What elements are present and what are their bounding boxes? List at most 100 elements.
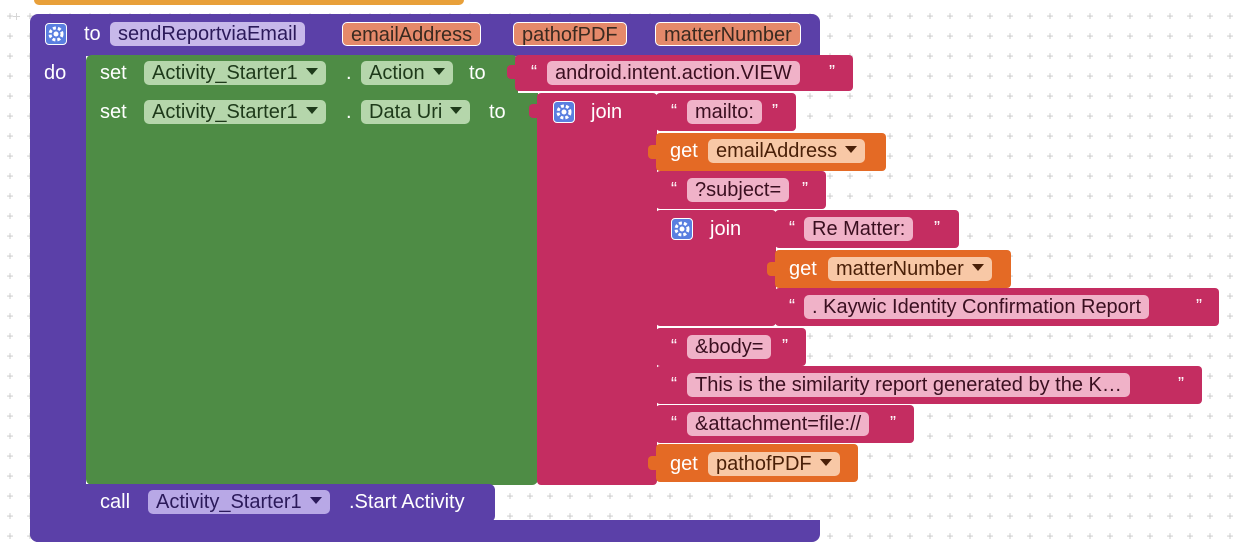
- grid-plus: +: [1166, 489, 1174, 503]
- grid-plus: +: [886, 69, 894, 83]
- quote-close: ”: [772, 101, 778, 121]
- grid-plus: +: [1046, 69, 1054, 83]
- text-body-content-field[interactable]: This is the similarity report generated …: [687, 373, 1130, 397]
- grid-plus: +: [986, 509, 994, 523]
- grid-plus: +: [1146, 429, 1154, 443]
- grid-plus: +: [1106, 449, 1114, 463]
- grid-plus: +: [6, 149, 14, 163]
- grid-plus: +: [986, 29, 994, 43]
- grid-plus: +: [906, 69, 914, 83]
- grid-plus: +: [1006, 469, 1014, 483]
- grid-plus: +: [1226, 29, 1234, 43]
- text-body-field[interactable]: &body=: [687, 335, 772, 359]
- grid-plus: +: [1026, 49, 1034, 63]
- get-matter-dropdown[interactable]: matterNumber: [828, 257, 992, 281]
- set-action-component-dropdown[interactable]: Activity_Starter1: [144, 61, 326, 85]
- grid-plus: +: [886, 149, 894, 163]
- grid-plus: +: [1166, 509, 1174, 523]
- procedure-gear-icon[interactable]: [45, 23, 67, 45]
- text-attachment-field[interactable]: &attachment=file://: [687, 412, 870, 436]
- grid-plus: +: [1106, 489, 1114, 503]
- grid-plus: +: [1146, 329, 1154, 343]
- text-subject-field[interactable]: ?subject=: [687, 178, 790, 202]
- grid-plus: +: [1166, 189, 1174, 203]
- param-matter-number[interactable]: matterNumber: [655, 22, 801, 46]
- grid-plus: +: [826, 169, 834, 183]
- grid-plus: +: [1226, 409, 1234, 423]
- grid-plus: +: [1186, 49, 1194, 63]
- grid-plus: +: [926, 509, 934, 523]
- set-datauri-property-dropdown[interactable]: Data Uri: [361, 100, 471, 124]
- grid-plus: +: [946, 509, 954, 523]
- grid-plus: +: [6, 29, 14, 43]
- join-outer-gear-icon[interactable]: [553, 101, 575, 123]
- get-email-dropdown[interactable]: emailAddress: [708, 139, 866, 163]
- text-re-matter-field[interactable]: Re Matter:: [804, 217, 914, 241]
- param-path-of-pdf[interactable]: pathofPDF: [513, 22, 627, 46]
- grid-plus: +: [986, 169, 994, 183]
- grid-plus: +: [1086, 209, 1094, 223]
- grid-plus: +: [826, 189, 834, 203]
- grid-plus: +: [1166, 29, 1174, 43]
- grid-plus: +: [1126, 49, 1134, 63]
- grid-plus: +: [1046, 209, 1054, 223]
- join-inner-gear-icon[interactable]: [671, 218, 693, 240]
- grid-plus: +: [1086, 489, 1094, 503]
- quote-open: “: [671, 413, 677, 433]
- grid-plus: +: [1226, 509, 1234, 523]
- grid-plus: +: [1126, 189, 1134, 203]
- grid-plus: +: [6, 89, 14, 103]
- param-email-address[interactable]: emailAddress: [342, 22, 482, 46]
- procedure-spine: [30, 54, 86, 542]
- grid-plus: +: [1126, 409, 1134, 423]
- grid-plus: +: [1206, 249, 1214, 263]
- grid-plus: +: [1086, 229, 1094, 243]
- grid-plus: +: [1106, 69, 1114, 83]
- grid-plus: +: [1066, 429, 1074, 443]
- set-datauri-component-dropdown[interactable]: Activity_Starter1: [144, 100, 326, 124]
- call-component-dropdown[interactable]: Activity_Starter1: [148, 490, 330, 514]
- grid-plus: +: [1226, 449, 1234, 463]
- grid-plus: +: [1206, 109, 1214, 123]
- grid-plus: +: [966, 209, 974, 223]
- set-action-property-dropdown[interactable]: Action: [361, 61, 453, 85]
- grid-plus: +: [826, 329, 834, 343]
- grid-plus: +: [866, 449, 874, 463]
- grid-plus: +: [946, 329, 954, 343]
- text-report-field[interactable]: . Kaywic Identity Confirmation Report: [804, 295, 1150, 319]
- partial-block-top[interactable]: [34, 0, 464, 5]
- grid-plus: +: [1066, 9, 1074, 23]
- grid-plus: +: [1046, 449, 1054, 463]
- grid-plus: +: [1146, 9, 1154, 23]
- grid-plus: +: [1006, 169, 1014, 183]
- get-pdf-dropdown[interactable]: pathofPDF: [708, 452, 840, 476]
- grid-plus: +: [886, 329, 894, 343]
- grid-plus: +: [886, 49, 894, 63]
- grid-plus: +: [826, 9, 834, 23]
- join-outer-block[interactable]: [537, 93, 657, 485]
- grid-plus: +: [1006, 69, 1014, 83]
- grid-plus: +: [1106, 509, 1114, 523]
- procedure-name-field[interactable]: sendReportviaEmail: [110, 22, 305, 46]
- set-data-uri-block[interactable]: [86, 93, 538, 485]
- grid-plus: +: [1186, 169, 1194, 183]
- grid-plus: +: [886, 489, 894, 503]
- grid-plus: +: [886, 529, 894, 543]
- grid-plus: +: [1106, 269, 1114, 283]
- grid-plus: +: [1206, 429, 1214, 443]
- grid-plus: +: [906, 509, 914, 523]
- grid-plus: +: [1066, 269, 1074, 283]
- grid-plus: +: [1226, 9, 1234, 23]
- grid-plus: +: [1026, 489, 1034, 503]
- grid-plus: +: [1126, 329, 1134, 343]
- grid-plus: +: [866, 529, 874, 543]
- grid-plus: +: [846, 329, 854, 343]
- text-action-view-field[interactable]: android.intent.action.VIEW: [547, 61, 800, 85]
- grid-plus: +: [1166, 329, 1174, 343]
- grid-plus: +: [866, 109, 874, 123]
- grid-plus: +: [1166, 49, 1174, 63]
- grid-plus: +: [1226, 309, 1234, 323]
- grid-plus: +: [826, 109, 834, 123]
- text-mailto-field[interactable]: mailto:: [687, 100, 762, 124]
- grid-plus: +: [846, 189, 854, 203]
